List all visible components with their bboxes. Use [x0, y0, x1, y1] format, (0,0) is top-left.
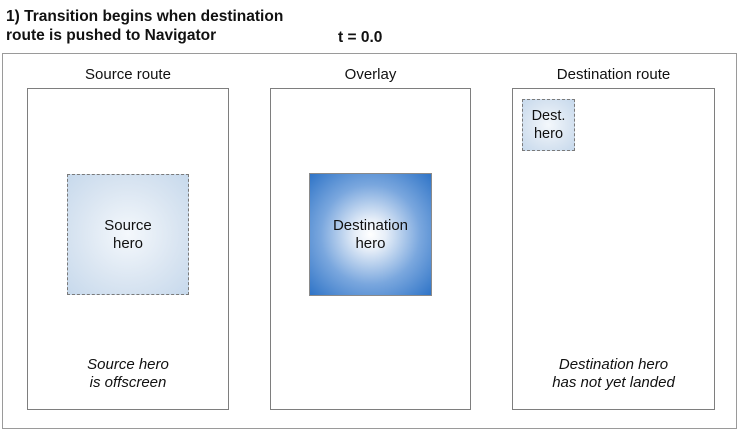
source-hero-label-1: Source [104, 216, 152, 234]
destination-hero-label-2: hero [533, 126, 564, 142]
step-title-line-1: 1) Transition begins when destination [6, 8, 284, 25]
overlay-hero-label-2: hero [355, 234, 386, 252]
diagram-frame [2, 53, 737, 429]
destination-hero-label-1: Dest. [531, 108, 566, 124]
source-route-title: Source route [85, 66, 171, 83]
destination-note-line-1: Destination hero [558, 356, 669, 373]
step-title: 1) Transition begins when destination ro… [6, 7, 326, 45]
step-title-line-2: route is pushed to Navigator [6, 27, 217, 44]
destination-route-note: Destination hero has not yet landed [512, 356, 715, 392]
source-hero-label-2: hero [112, 234, 144, 252]
source-route-note: Source hero is offscreen [27, 356, 229, 392]
destination-note-line-2: has not yet landed [552, 374, 675, 391]
source-hero: Source hero [67, 174, 189, 295]
source-route-panel [27, 88, 229, 410]
overlay-destination-hero: Destination hero [309, 173, 432, 296]
destination-route-title: Destination route [556, 66, 671, 83]
time-label: t = 0.0 [338, 29, 383, 46]
overlay-hero-label-1: Destination [332, 216, 409, 234]
source-note-line-1: Source hero [87, 356, 169, 373]
source-note-line-2: is offscreen [89, 374, 167, 391]
destination-hero: Dest. hero [522, 99, 575, 151]
overlay-title: Overlay [344, 66, 397, 83]
